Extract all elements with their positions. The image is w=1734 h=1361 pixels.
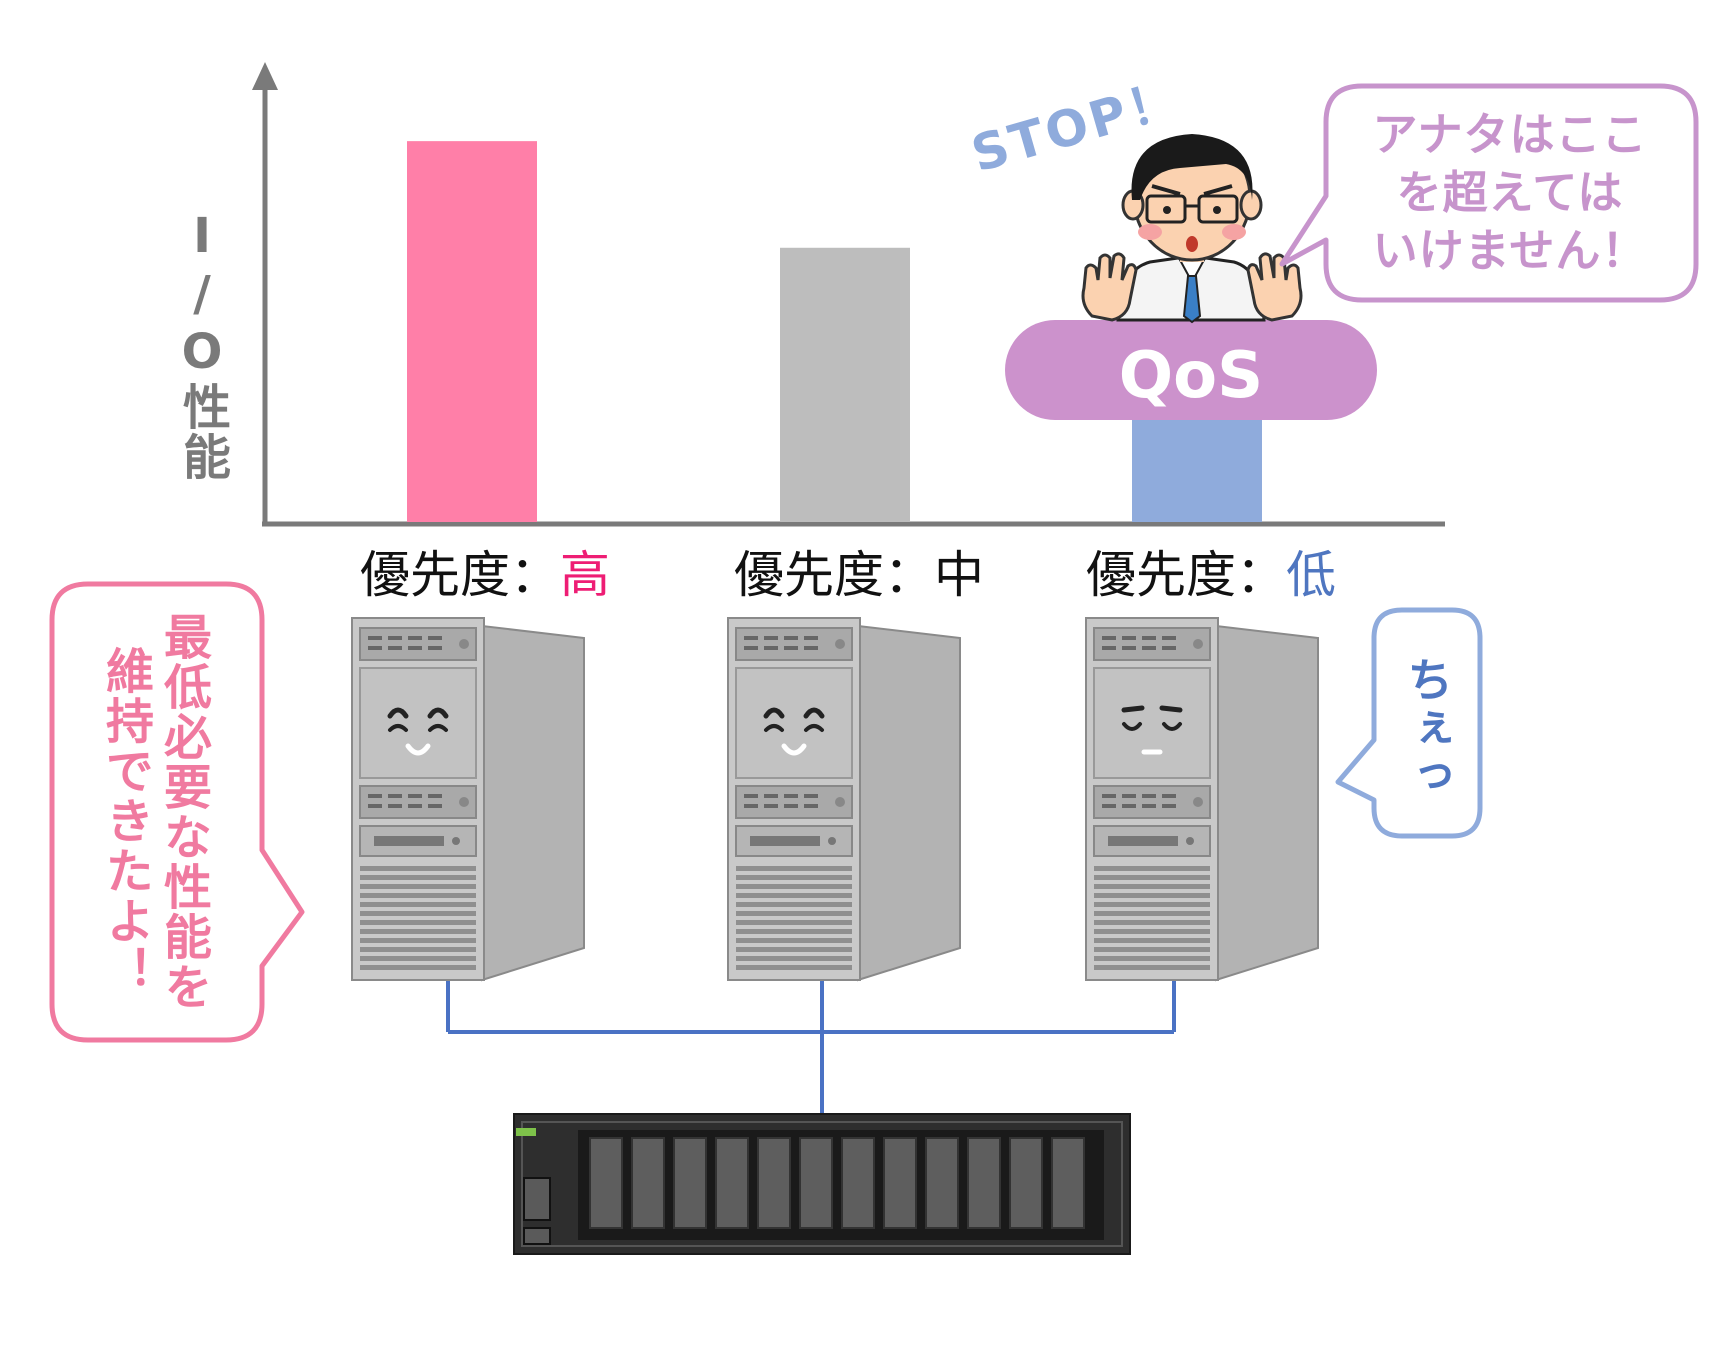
priority-prefix: 優先度： [734, 546, 934, 604]
bar-high [407, 141, 537, 522]
drive-bay [883, 1137, 917, 1229]
drive-bay [1051, 1137, 1085, 1229]
qos-guard-person-icon [1081, 134, 1303, 324]
bar-low [1132, 415, 1262, 522]
qos-speech-bubble [1279, 83, 1699, 303]
drive-bay [715, 1137, 749, 1229]
priority-label-mid: 優先度：中 [734, 550, 984, 600]
priority-value-high: 高 [560, 546, 610, 604]
right-bubble-text: ちぇっ [1400, 656, 1454, 800]
priority-value-low: 低 [1286, 546, 1336, 604]
qos-speech-line: アナタはここ [1372, 108, 1648, 161]
storage-array-icon [513, 1113, 1131, 1255]
drive-bay [1009, 1137, 1043, 1229]
drive-bay [967, 1137, 1001, 1229]
drive-bay [757, 1137, 791, 1229]
priority-prefix: 優先度： [360, 546, 560, 604]
server-tower-low-icon [1085, 617, 1319, 982]
left-bubble-text-line-1: 最低必要な性能を [155, 612, 211, 1012]
left-speech-bubble [49, 581, 305, 1043]
drive-bay [631, 1137, 665, 1229]
drive-bay [841, 1137, 875, 1229]
qos-pill [1005, 320, 1377, 420]
drive-bay [799, 1137, 833, 1229]
server-tower-high-icon [351, 617, 585, 982]
priority-label-low: 優先度：低 [1086, 550, 1336, 600]
priority-value-mid: 中 [934, 546, 984, 604]
qos-speech-line: を超えては [1396, 166, 1624, 219]
chart-axes [252, 62, 1445, 527]
y-axis-arrow [252, 62, 278, 90]
bar-mid [780, 247, 910, 522]
qos-speech-text: アナタはここ を超えては いけません！ [1340, 106, 1680, 280]
drive-bay [925, 1137, 959, 1229]
drive-bay [673, 1137, 707, 1229]
left-bubble-text-line-2: 維持できたよ！ [97, 646, 153, 996]
y-axis-label: I/O性能 [174, 208, 230, 482]
right-speech-bubble [1335, 607, 1483, 839]
priority-prefix: 優先度： [1086, 546, 1286, 604]
qos-label: QoS [1119, 339, 1263, 413]
server-tower-mid-icon [727, 617, 961, 982]
network-lines [446, 980, 1176, 1114]
qos-speech-line: いけません！ [1372, 224, 1648, 277]
drive-bay [589, 1137, 623, 1229]
bars-group [407, 141, 1262, 522]
priority-label-high: 優先度：高 [360, 550, 610, 600]
